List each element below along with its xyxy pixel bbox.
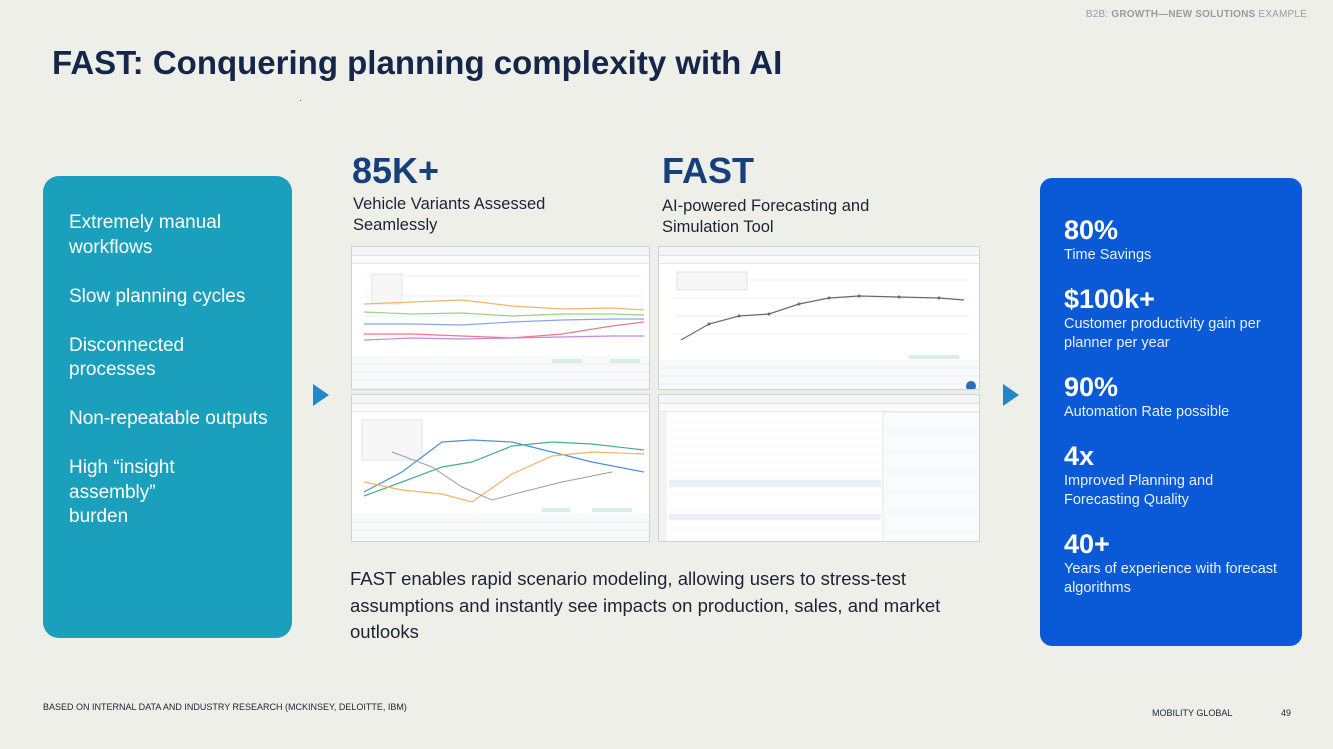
- org-name: MOBILITY GLOBAL: [1152, 708, 1233, 718]
- arrow-right-icon: [313, 384, 329, 406]
- challenge-item: Non-repeatable outputs: [69, 408, 268, 429]
- challenge-item: High “insight assembly” burden: [69, 457, 175, 527]
- stat-label: Customer productivity gain per planner p…: [1064, 316, 1261, 351]
- stat-label: Improved Planning and Forecasting Qualit…: [1064, 473, 1214, 508]
- arrow-right-icon: [1003, 384, 1019, 406]
- challenge-item: Disconnected processes: [69, 334, 185, 381]
- stat-value: 4x: [1064, 441, 1095, 471]
- variants-value: 85K+: [352, 150, 440, 191]
- stat-item: 80% Time Savings: [1064, 214, 1292, 265]
- fast-label: AI-powered Forecasting and Simulation To…: [662, 197, 870, 236]
- fast-value: FAST: [662, 150, 755, 191]
- stat-item: 90% Automation Rate possible: [1064, 371, 1292, 422]
- stat-label: Years of experience with forecast algori…: [1064, 561, 1278, 596]
- stat-label: Time Savings: [1064, 247, 1152, 263]
- description: FAST enables rapid scenario modeling, al…: [350, 568, 941, 642]
- challenge-item: Extremely manual workflows: [69, 212, 222, 258]
- stat-item: 4x Improved Planning and Forecasting Qua…: [1064, 440, 1292, 510]
- stat-item: $100k+ Customer productivity gain per pl…: [1064, 283, 1292, 353]
- screenshot-market-forecast: [658, 246, 980, 390]
- stat-value: 90%: [1064, 372, 1119, 402]
- challenges-panel: Extremely manual workflows Slow planning…: [43, 176, 292, 638]
- stats-panel: 80% Time Savings $100k+ Customer product…: [1040, 178, 1302, 646]
- section-tag: B2B: GROWTH—NEW SOLUTIONS EXAMPLE: [1085, 9, 1307, 20]
- stray-dot: [300, 100, 301, 101]
- stat-value: 40+: [1064, 529, 1110, 559]
- screenshot-scenario-chart: [351, 394, 650, 542]
- stat-label: Automation Rate possible: [1064, 404, 1230, 420]
- variants-label: Vehicle Variants Assessed Seamlessly: [353, 195, 546, 234]
- source-note: BASED ON INTERNAL DATA AND INDUSTRY RESE…: [43, 702, 407, 712]
- page-title: FAST: Conquering planning complexity wit…: [52, 44, 783, 81]
- challenge-item: Slow planning cycles: [69, 285, 246, 307]
- stat-item: 40+ Years of experience with forecast al…: [1064, 528, 1292, 598]
- stat-value: $100k+: [1064, 284, 1155, 314]
- page-number: 49: [1281, 708, 1292, 718]
- screenshot-variant-trend: [351, 246, 650, 390]
- stat-value: 80%: [1064, 215, 1119, 245]
- screenshot-data-table: [658, 394, 980, 542]
